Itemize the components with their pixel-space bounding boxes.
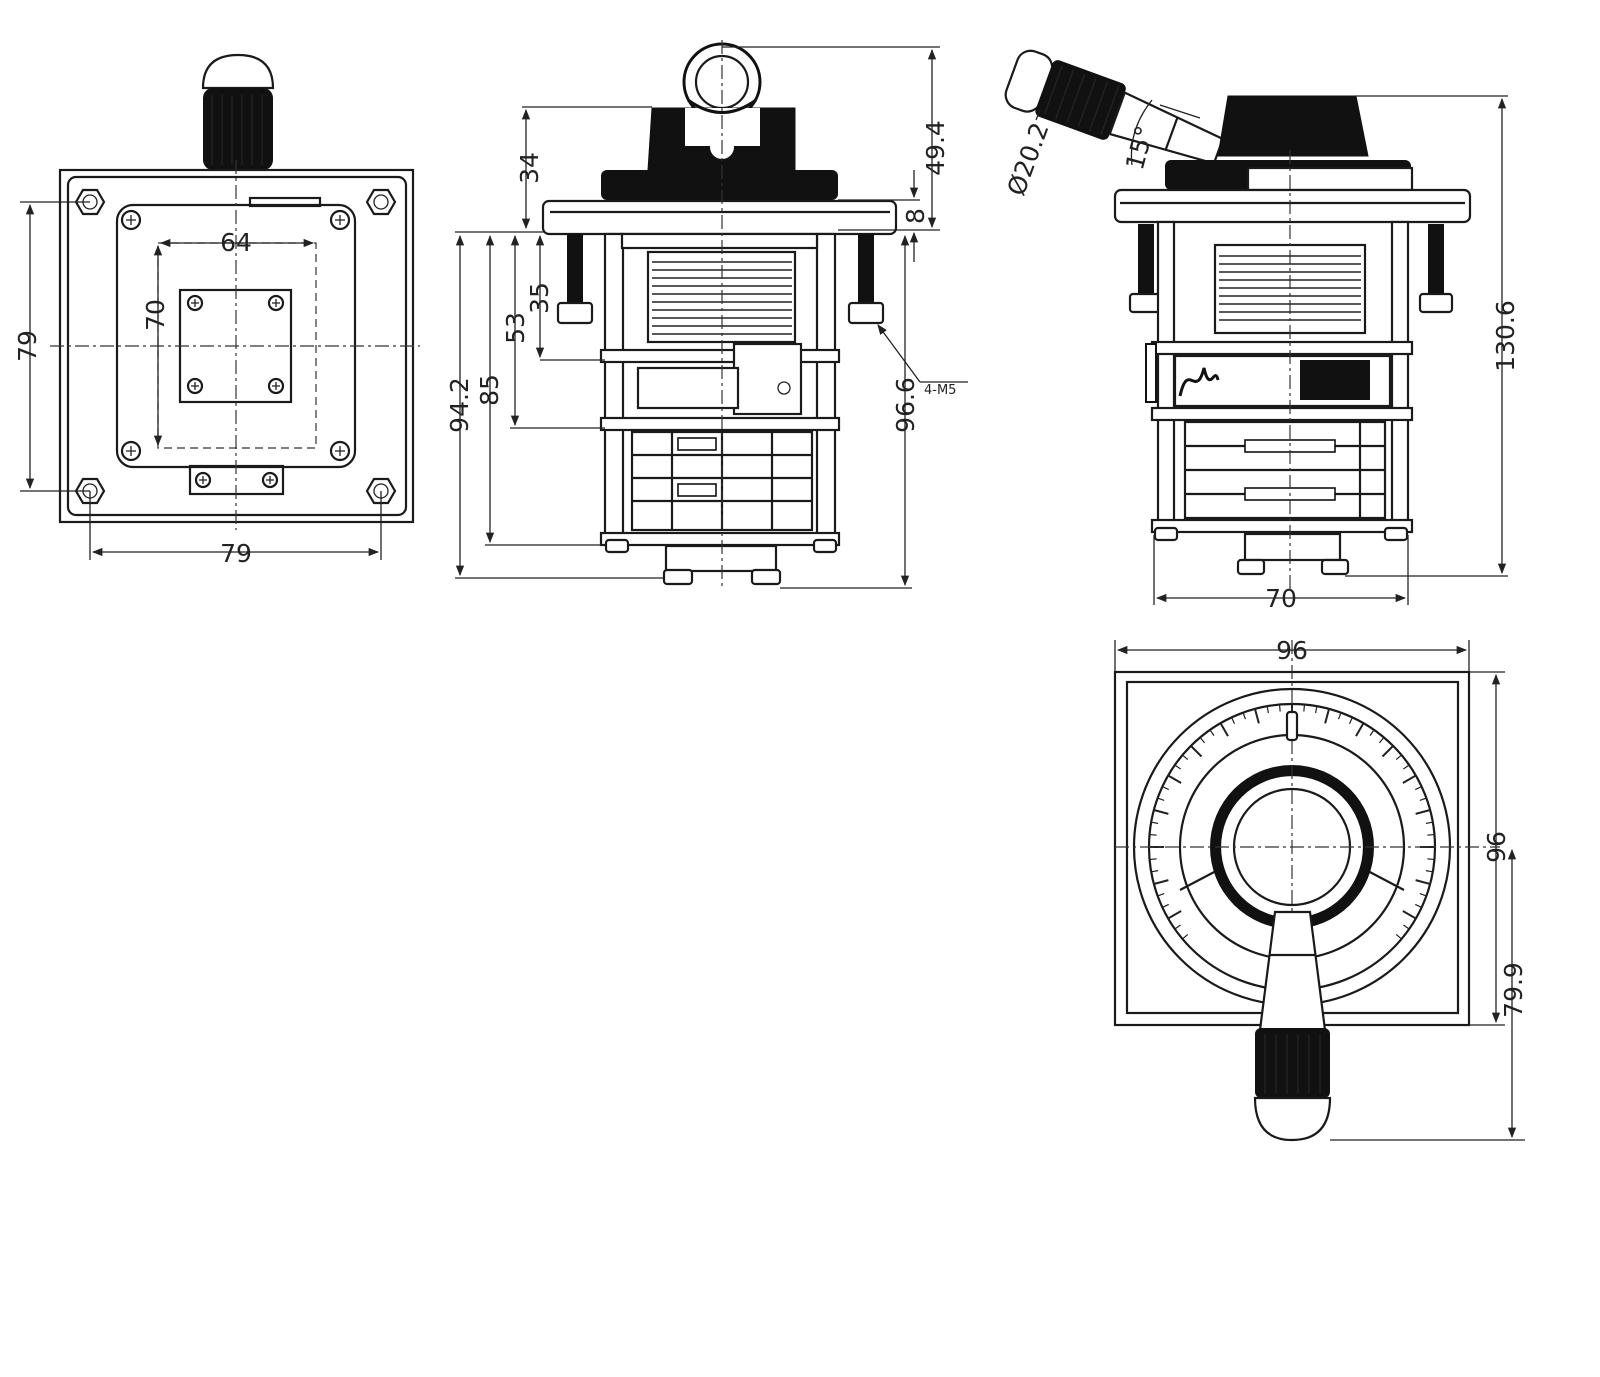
dial-tick: [1242, 712, 1247, 720]
dial-tick: [1348, 717, 1353, 724]
top-view-inner-width-label: 64: [220, 228, 252, 257]
dial-view-height-label: 96: [1482, 831, 1511, 863]
dial-tick: [1415, 879, 1431, 885]
dial-tick: [1182, 754, 1189, 761]
dial-tick: [1174, 924, 1181, 930]
dial-tick: [1151, 821, 1159, 824]
dial-tick: [1278, 704, 1281, 712]
dial-tick: [1182, 933, 1189, 940]
dial-tick: [1149, 833, 1157, 836]
dial-tick: [1337, 712, 1342, 720]
front-view-96-6-label: 96.6: [891, 377, 920, 433]
dial-tick: [1199, 737, 1206, 744]
dial-tick: [1219, 722, 1229, 737]
dial-tick: [1402, 910, 1417, 920]
top-view-height-label: 79: [13, 330, 42, 362]
dial-tick: [1231, 717, 1236, 724]
dial-tick: [1209, 729, 1215, 736]
top-view-handle-knob: [201, 53, 275, 170]
front-view-53-label: 53: [501, 312, 530, 344]
dial-tick: [1315, 706, 1318, 714]
dial-view-handle-label: 79.9: [1499, 962, 1528, 1018]
dial-tick: [1415, 786, 1422, 791]
top-view-inner-screws: [120, 209, 351, 489]
dial-scale-ticks: [1149, 704, 1435, 940]
dial-tick: [1167, 774, 1182, 784]
dial-tick: [1157, 892, 1165, 897]
dial-tick: [1254, 708, 1260, 724]
dial-tick: [1153, 879, 1169, 885]
dial-tick: [1151, 870, 1159, 873]
side-view-contact-blocks: [1183, 420, 1387, 520]
dial-tick: [1403, 924, 1410, 930]
front-view-knob-height-label: 49.4: [921, 120, 950, 176]
dial-tick: [1419, 892, 1427, 897]
front-view-94-2-label: 94.2: [445, 377, 474, 433]
dial-tick: [1425, 821, 1433, 824]
dial-tick: [1427, 833, 1435, 836]
dial-tick: [1425, 870, 1433, 873]
side-view-handle: [1004, 49, 1225, 165]
side-view-width-label: 70: [1265, 584, 1297, 613]
dial-view: 96 96 79.9: [1113, 636, 1528, 1142]
dial-tick: [1427, 858, 1435, 861]
side-view-height-label: 130.6: [1491, 300, 1520, 372]
dial-tick: [1355, 722, 1365, 737]
dial-tick: [1266, 706, 1269, 714]
top-view-inner-height-label: 70: [141, 299, 170, 331]
side-view: 130.6 70 15° Ø20.2: [1002, 49, 1520, 613]
dial-tick: [1369, 729, 1375, 736]
side-view-diameter-label: Ø20.2: [1002, 119, 1055, 200]
front-view-cap-height-label: 34: [515, 152, 544, 184]
dial-tick: [1162, 786, 1169, 791]
dial-tick: [1157, 797, 1165, 802]
dial-tick: [1153, 809, 1169, 815]
dial-tick: [1415, 809, 1431, 815]
front-view-35-label: 35: [525, 282, 554, 314]
dial-tick: [1395, 933, 1402, 940]
front-view-85-label: 85: [475, 374, 504, 406]
dial-tick: [1174, 764, 1181, 770]
top-view-width-label: 79: [220, 539, 252, 568]
dial-tick: [1378, 737, 1385, 744]
front-view-plate-label: 8: [901, 208, 930, 224]
dial-tick: [1402, 774, 1417, 784]
dial-tick: [1403, 764, 1410, 770]
dial-tick: [1395, 754, 1402, 761]
dial-view-width-label: 96: [1276, 636, 1308, 665]
dial-tick: [1381, 745, 1394, 758]
dial-tick: [1303, 704, 1306, 712]
dial-view-handle: [1253, 910, 1332, 1142]
dial-tick: [1149, 858, 1157, 861]
dial-tick: [1167, 910, 1182, 920]
dial-tick: [1415, 903, 1422, 908]
dial-tick: [1419, 797, 1427, 802]
dial-tick: [1190, 745, 1203, 758]
front-view: 49.4 8 34 35 53 85 94.2 96.6 4-M5: [445, 40, 968, 590]
dial-tick: [1324, 708, 1330, 724]
top-view: 79 79 64 70: [13, 53, 420, 568]
dial-tick: [1162, 903, 1169, 908]
front-view-screw-callout: 4-M5: [924, 383, 956, 398]
